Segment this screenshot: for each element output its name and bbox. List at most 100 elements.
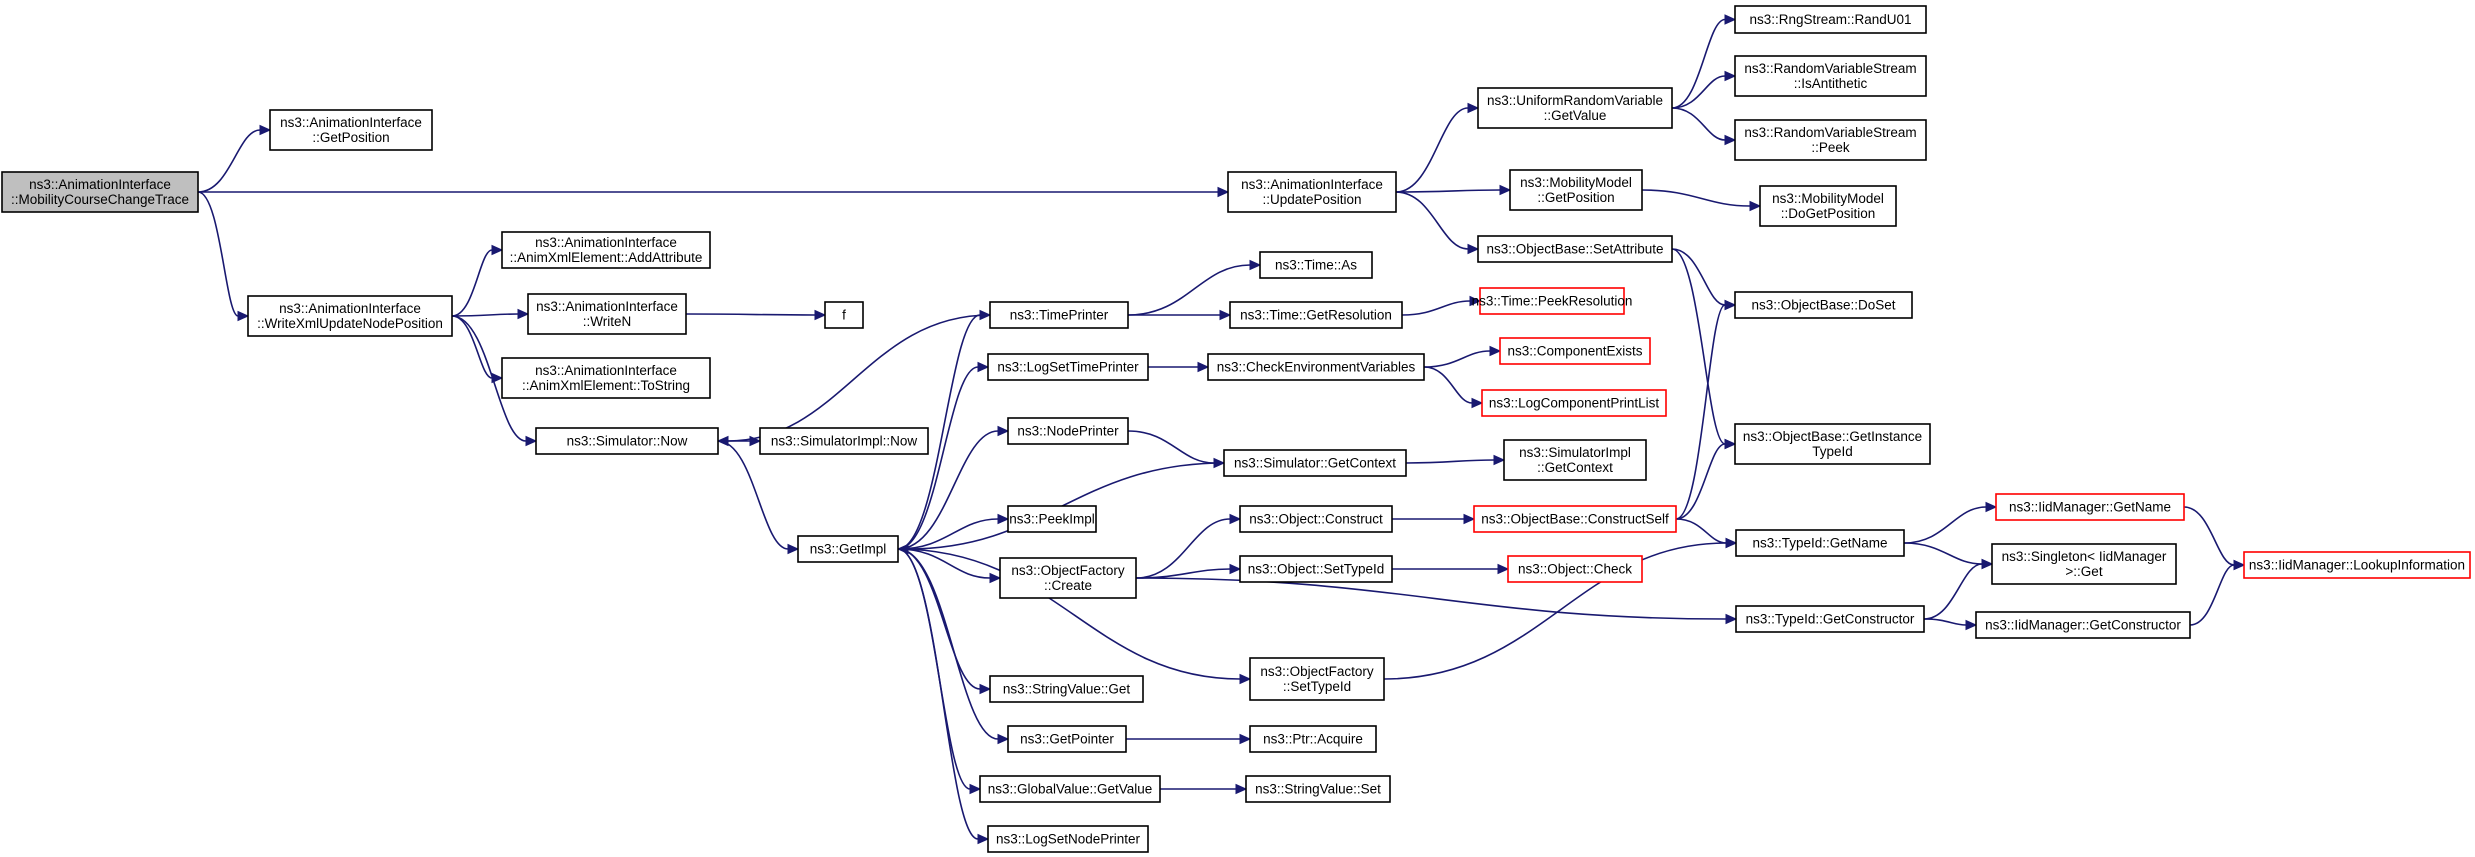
function-node-box [501,357,711,399]
function-node-n6[interactable]: ns3::ObjectBase::SetAttribute [1477,235,1673,263]
function-node-n48[interactable]: ns3::IidManager::GetConstructor [1975,611,2191,639]
function-node-n19[interactable]: ns3::GetImpl [797,535,899,563]
call-edge-line [1395,189,1501,193]
function-node-n20[interactable]: ns3::TimePrinter [989,301,1129,329]
function-node-label: ns3::Object::SetTypeId [1248,562,1385,577]
call-edge-arrowhead [1724,70,1737,82]
function-node-label: ::GetPosition [312,130,389,145]
function-node-n17[interactable]: f [824,301,864,329]
call-edge-arrowhead [1489,345,1502,357]
function-node-n41[interactable]: ns3::SimulatorImpl::GetContext [1503,439,1647,481]
function-node-n10[interactable]: ns3::MobilityModel::DoGetPosition [1759,185,1897,227]
function-node-n15[interactable]: ns3::AnimationInterface::AnimXmlElement:… [501,357,711,399]
call-edge-n33-n42 [1392,513,1476,525]
call-edge-n34-n43 [1392,563,1510,575]
function-node-n0[interactable]: ns3::AnimationInterface::MobilityCourseC… [1,171,199,213]
function-node-n7[interactable]: ns3::RngStream::RandU01 [1734,5,1927,34]
function-node-n44[interactable]: ns3::TypeId::GetName [1735,529,1905,557]
function-node-n11[interactable]: ns3::ObjectBase::DoSet [1734,291,1913,319]
call-edge-n0-n2 [197,186,1230,198]
function-node-n26[interactable]: ns3::GetPointer [1007,725,1127,753]
function-node-n29[interactable]: ns3::Time::As [1259,251,1373,279]
call-edge-arrowhead [1749,200,1762,212]
function-node-n31[interactable]: ns3::CheckEnvironmentVariables [1207,353,1425,381]
function-node-n42[interactable]: ns3::ObjectBase::ConstructSelf [1473,505,1677,533]
function-node-n40[interactable]: ns3::LogComponentPrintList [1481,389,1667,417]
call-edge-arrowhead [1985,501,1998,513]
function-node-n38[interactable]: ns3::Time::PeekResolution [1472,287,1633,315]
call-edge-n46-n49 [2183,506,2246,571]
function-node-n47[interactable]: ns3::Singleton< IidManager >::Get [1991,543,2177,585]
function-node-n23[interactable]: ns3::PeekImpl [1007,505,1097,533]
function-node-n37[interactable]: ns3::StringValue::Set [1245,775,1391,803]
function-node-label: ns3::GetImpl [810,542,887,557]
call-edge-arrowhead [2233,559,2246,571]
function-node-box [1259,251,1373,279]
call-edge-line [1903,542,1983,565]
function-node-label: ns3::IidManager::LookupInformation [2249,558,2465,573]
function-node-label: ns3::AnimationInterface [29,177,171,192]
function-node-n34[interactable]: ns3::Object::SetTypeId [1239,555,1393,583]
call-edge-line [1423,350,1491,368]
function-node-n45[interactable]: ns3::TypeId::GetConstructor [1735,605,1925,633]
function-node-n36[interactable]: ns3::Ptr::Acquire [1249,725,1377,753]
call-edge-arrowhead [997,513,1010,525]
function-node-n2[interactable]: ns3::AnimationInterface::UpdatePosition [1227,171,1397,213]
call-edge-line [1671,248,1726,445]
call-edge-line [1127,264,1251,316]
function-node-label: ns3::ObjectFactory [1260,664,1374,679]
function-node-n3[interactable]: ns3::AnimationInterface::WriteXmlUpdateN… [247,295,453,337]
call-edge-n2-n4 [1395,102,1480,193]
function-node-label: ns3::Time::GetResolution [1240,308,1392,323]
call-edge-arrowhead [1229,563,1242,575]
function-node-n49[interactable]: ns3::IidManager::LookupInformation [2243,551,2471,579]
function-node-n14[interactable]: ns3::AnimationInterface::WriteN [527,293,687,335]
function-node-n18[interactable]: ns3::SimulatorImpl::Now [759,427,929,455]
function-node-n25[interactable]: ns3::StringValue::Get [989,675,1144,703]
function-node-n43[interactable]: ns3::Object::Check [1507,555,1643,583]
call-edge-line [451,315,493,379]
function-node-n22[interactable]: ns3::NodePrinter [1007,417,1129,445]
function-node-n39[interactable]: ns3::ComponentExists [1499,337,1651,365]
function-node-n21[interactable]: ns3::LogSetTimePrinter [987,353,1149,381]
function-node-n13[interactable]: ns3::AnimationInterface::AnimXmlElement:… [501,231,711,269]
call-edge-arrowhead [1235,783,1248,795]
function-node-label: ns3::MobilityModel [1772,191,1884,206]
call-edge-line [897,366,979,550]
function-node-n32[interactable]: ns3::Simulator::GetContext [1223,449,1407,477]
call-edge-line [897,548,1241,680]
function-node-label: ::UpdatePosition [1262,192,1361,207]
function-node-n28[interactable]: ns3::LogSetNodePrinter [987,825,1149,853]
call-edge-n19-n22 [897,425,1010,550]
call-edge-arrowhead [1467,102,1480,114]
call-edge-n42-n11 [1675,299,1737,520]
function-node-n30[interactable]: ns3::Time::GetResolution [1229,301,1403,329]
function-node-box [759,427,929,455]
function-node-box [1991,543,2177,585]
call-edge-arrowhead [1469,295,1482,307]
function-node-n8[interactable]: ns3::RandomVariableStream::IsAntithetic [1734,55,1927,97]
call-edge-line [197,191,239,317]
function-node-n5[interactable]: ns3::MobilityModel::GetPosition [1509,169,1643,211]
function-node-label: ::Create [1044,578,1092,593]
function-node-box [1477,87,1673,129]
call-edge-arrowhead [1493,454,1506,466]
function-node-n9[interactable]: ns3::RandomVariableStream::Peek [1734,119,1927,161]
call-edge-line [685,313,816,316]
function-node-n16[interactable]: ns3::Simulator::Now [535,427,719,455]
function-node-n24[interactable]: ns3::ObjectFactory::Create [999,557,1137,599]
function-node-label: TypeId [1812,444,1853,459]
function-node-n1[interactable]: ns3::AnimationInterface::GetPosition [269,109,433,151]
function-node-n33[interactable]: ns3::Object::Construct [1239,505,1393,533]
function-node-n27[interactable]: ns3::GlobalValue::GetValue [979,775,1161,803]
call-edge-line [897,548,999,740]
function-node-n4[interactable]: ns3::UniformRandomVariable::GetValue [1477,87,1673,129]
function-node-n46[interactable]: ns3::IidManager::GetName [1995,493,2185,521]
function-node-box [1,171,199,213]
function-node-label: ns3::ComponentExists [1507,344,1642,359]
function-node-n35[interactable]: ns3::ObjectFactory::SetTypeId [1249,657,1385,701]
call-edge-n19-n27 [897,548,982,795]
function-node-label: ns3::IidManager::GetName [2009,500,2171,515]
